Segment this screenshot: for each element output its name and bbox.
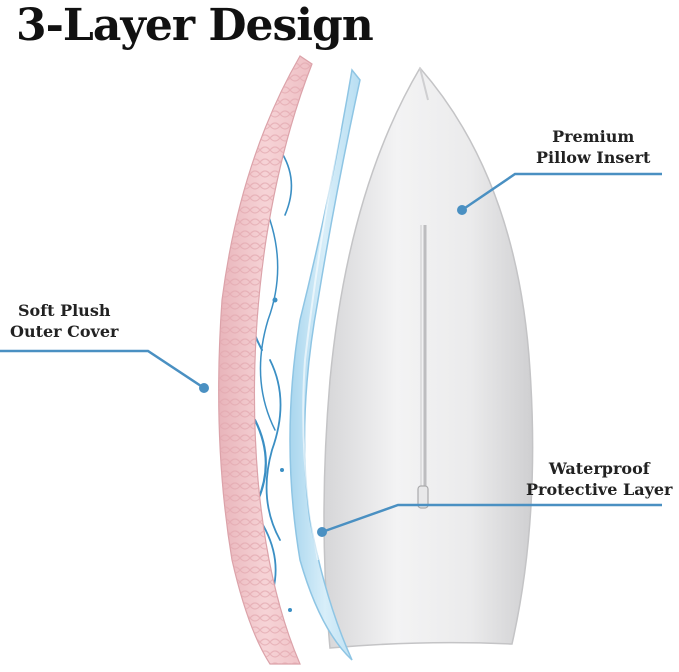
zipper [417,225,429,509]
callout-insert-line2: Pillow Insert [536,148,651,167]
callout-line-insert [457,172,662,215]
callout-insert-line1: Premium [552,127,635,146]
plush-outer-cover [218,55,313,665]
callout-premium-pillow-insert: Premium Pillow Insert [536,126,650,168]
callout-soft-plush-outer-cover: Soft Plush Outer Cover [10,300,118,342]
callout-waterproof-line2: Protective Layer [526,480,673,499]
page-title: 3-Layer Design [16,0,374,51]
callout-line-outer [0,349,209,393]
waterproof-layer [289,68,361,661]
callout-outer-line1: Soft Plush [18,301,111,320]
pillow-insert [323,66,534,649]
callout-line-waterproof [317,503,662,537]
callout-waterproof-protective-layer: Waterproof Protective Layer [526,458,672,500]
callout-waterproof-line1: Waterproof [548,459,650,478]
callout-outer-line2: Outer Cover [10,322,119,341]
